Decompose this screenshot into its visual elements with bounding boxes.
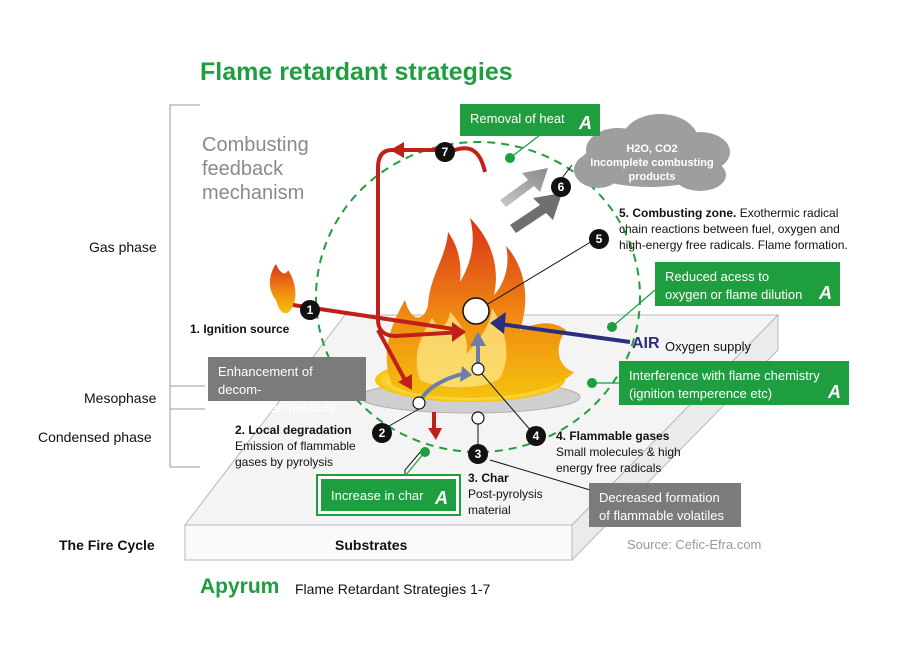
char-title: 3. Char (468, 471, 509, 485)
char-label: 3. Char Post-pyrolysis material (468, 470, 543, 518)
local-degradation-title: 2. Local degradation (235, 423, 352, 437)
source-credit: Source: Cefic-Efra.com (627, 537, 762, 552)
strategy-reduced-oxygen: Reduced acess to oxygen or flame dilutio… (655, 262, 840, 306)
products-line-2: Incomplete combusting (590, 157, 714, 169)
local-degradation-label: 2. Local degradation Emission of flammab… (235, 422, 356, 470)
local-degradation-desc-1: Emission of flammable (235, 439, 356, 453)
feedback-loop (292, 146, 487, 381)
apyrum-badge: A (819, 283, 832, 303)
product-arrows (500, 168, 562, 233)
combusting-center (462, 297, 490, 325)
local-degradation-desc-2: gases by pyrolysis (235, 455, 334, 469)
ignition-flame (269, 264, 296, 314)
interference-line-1: Interference with flame chemistry (629, 368, 820, 383)
flammable-gases-label: 4. Flammable gases Small molecules & hig… (556, 428, 681, 476)
combusting-zone-label: 5. Combusting zone. Exothermic radical c… (619, 205, 848, 253)
decreased-line-1: Decreased formation (599, 490, 720, 505)
air-desc: Oxygen supply (665, 339, 751, 354)
char-desc-2: material (468, 503, 511, 517)
air-label: AIR (632, 335, 660, 352)
strategy-removal-of-heat: Removal of heat A (460, 104, 600, 136)
strategy-increase-in-char: Increase in char A (316, 474, 461, 516)
strategy-interference-flame-chemistry: Interference with flame chemistry (ignit… (619, 361, 849, 405)
strategy-decreased-volatiles: Decreased formation of flammable volatil… (589, 483, 741, 527)
apyrum-badge: A (435, 488, 448, 508)
products-line-1: H2O, CO2 (626, 143, 678, 155)
increase-in-char-text: Increase in char (331, 488, 424, 503)
decreased-line-2: of flammable volatiles (599, 508, 724, 523)
substrates-label: Substrates (335, 537, 408, 553)
ignition-label: 1. Ignition source (190, 322, 290, 336)
products-line-3: products (628, 171, 676, 183)
fire-cycle-label: The Fire Cycle (59, 537, 155, 553)
char-desc-1: Post-pyrolysis (468, 487, 543, 501)
reduced-oxygen-line-2: oxygen or flame dilution (665, 287, 803, 302)
brand-name: Apyrum (200, 575, 280, 598)
page-title: Flame retardant strategies (200, 58, 513, 86)
gas-phase-label: Gas phase (89, 239, 157, 255)
enhancement-line-1: Enhancement of decom- (218, 364, 313, 397)
strategy-enhancement-decomposition: Enhancement of decom- position temperatu… (208, 357, 366, 415)
condensed-phase-label: Condensed phase (38, 429, 152, 445)
flammable-gases-desc-1: Small molecules & high (556, 445, 681, 459)
products-cloud (574, 114, 730, 191)
feedback-label: Combusting feedback mechanism (202, 134, 309, 204)
removal-of-heat-text: Removal of heat (470, 111, 565, 126)
apyrum-badge: A (579, 113, 592, 133)
combusting-zone-desc-1: Exothermic radical (739, 206, 839, 220)
combusting-zone-desc-3: high-energy free radicals. Flame formati… (619, 238, 848, 252)
apyrum-badge: A (828, 382, 841, 402)
combusting-zone-title: 5. Combusting zone. (619, 206, 737, 220)
footer-subtitle: Flame Retardant Strategies 1-7 (295, 581, 491, 597)
flammable-gases-title: 4. Flammable gases (556, 429, 670, 443)
cycle-circle (315, 141, 641, 453)
interference-line-2: (ignition temperence etc) (629, 386, 773, 401)
flammable-gases-desc-2: energy free radicals (556, 461, 662, 475)
feedback-arrowheads (390, 142, 466, 440)
air-arrow (490, 312, 631, 344)
strategy-dots (420, 153, 617, 457)
products-cloud-text: H2O, CO2 Incomplete combusting products (588, 142, 716, 184)
enhancement-line-2: position temperature (218, 400, 337, 415)
reduced-oxygen-line-1: Reduced acess to (665, 269, 770, 284)
mesophase-label: Mesophase (84, 390, 157, 406)
phase-bracket (169, 104, 205, 468)
combusting-zone-desc-2: chain reactions between fuel, oxygen and (619, 222, 840, 236)
